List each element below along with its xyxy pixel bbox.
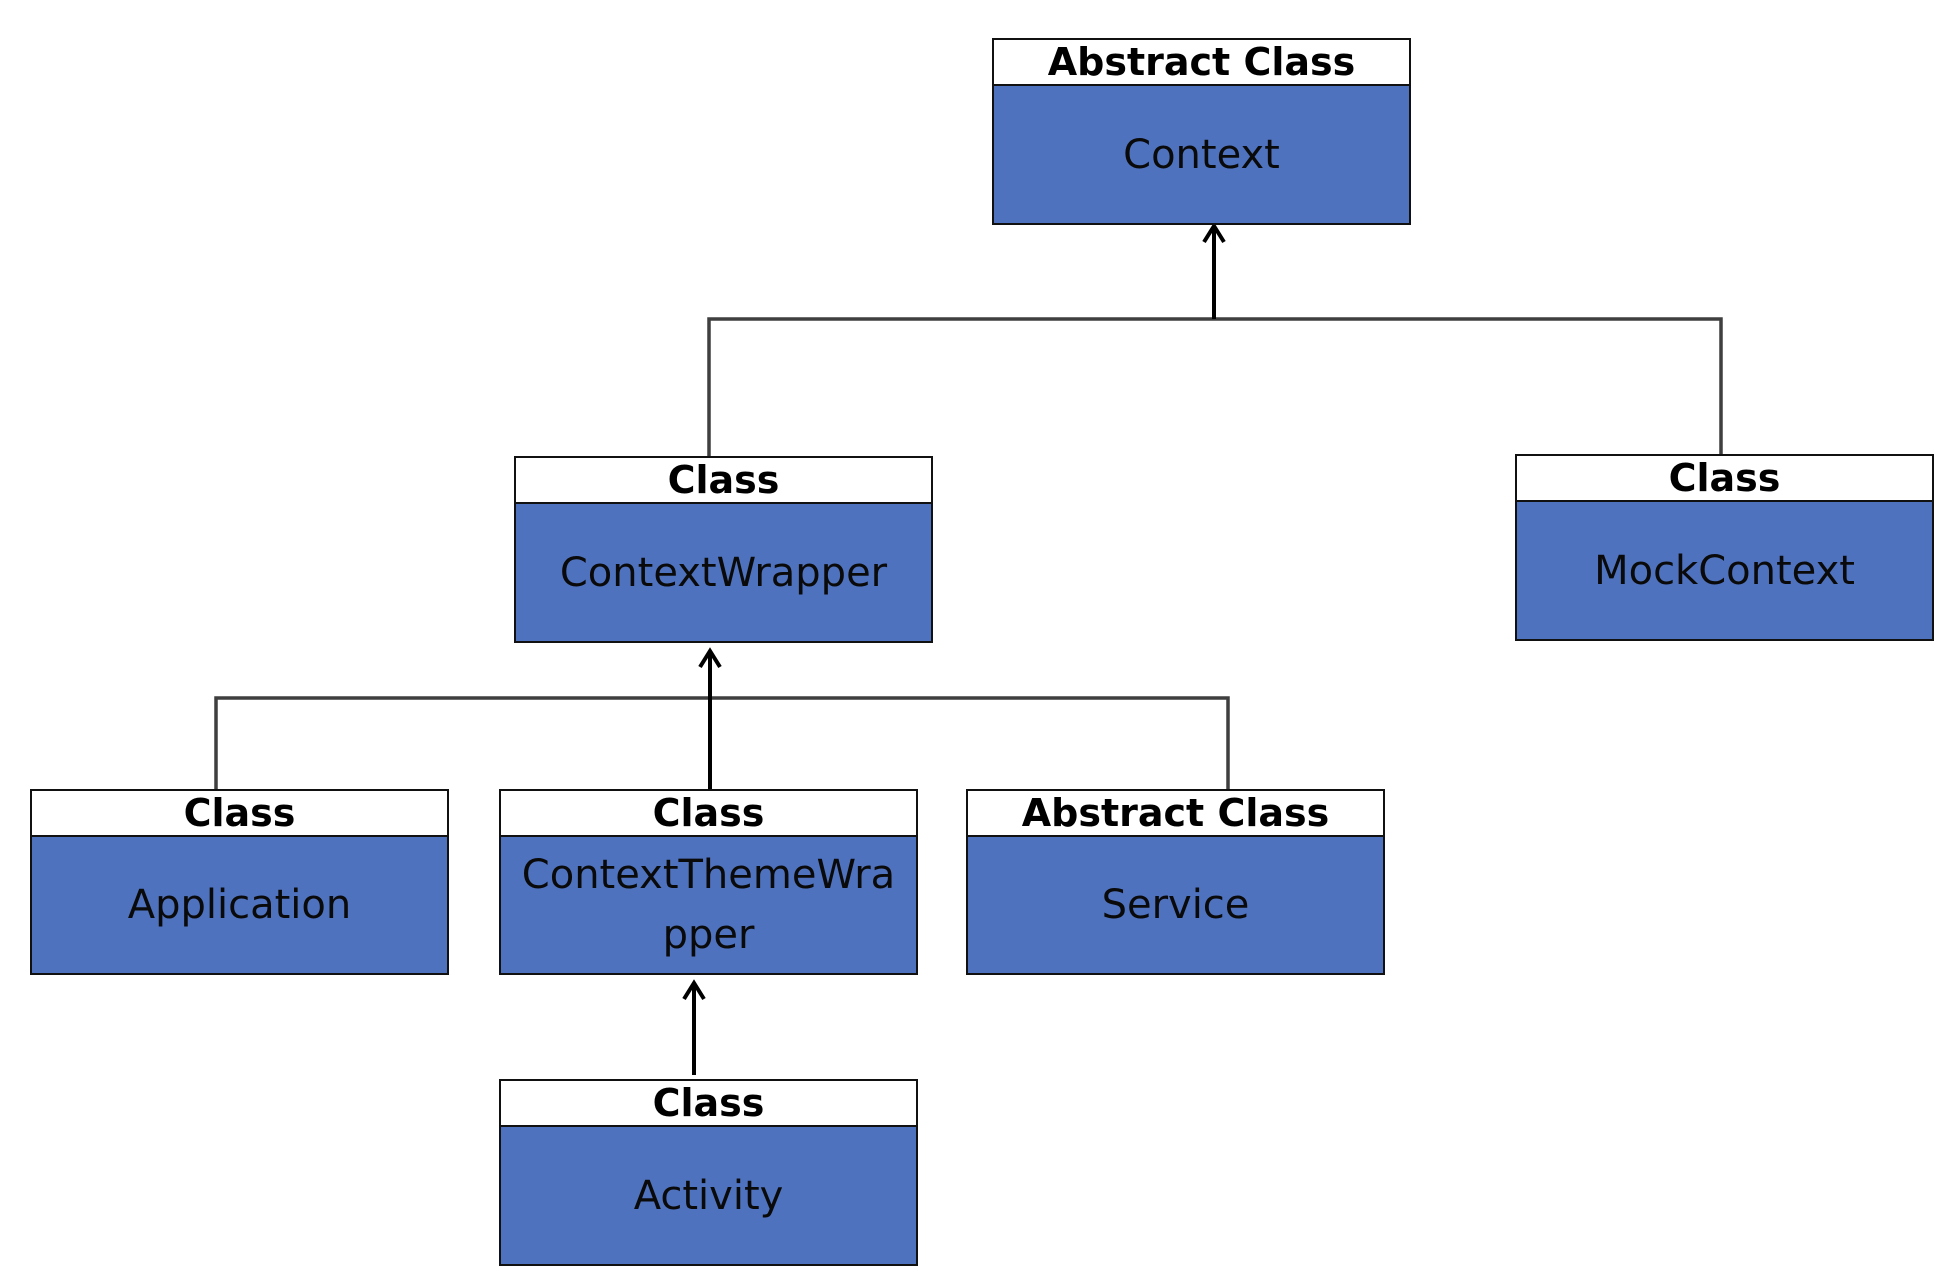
class-name-area: Activity bbox=[501, 1127, 916, 1264]
class-box-contextthemewrapper: Class ContextThemeWrapper bbox=[499, 789, 918, 975]
class-name: ContextThemeWrapper bbox=[521, 852, 896, 958]
class-name-area: ContextWrapper bbox=[516, 504, 931, 641]
connector-mockcontext-to-context bbox=[1214, 317, 1723, 455]
stereotype-label: Class bbox=[501, 1081, 916, 1127]
class-box-application: Class Application bbox=[30, 789, 449, 975]
class-box-contextwrapper: Class ContextWrapper bbox=[514, 456, 933, 643]
class-name-area: ContextThemeWrapper bbox=[501, 837, 916, 973]
class-name-area: Context bbox=[994, 86, 1409, 223]
arrow-lines bbox=[682, 222, 1226, 1075]
class-name: ContextWrapper bbox=[559, 549, 888, 596]
class-name-area: Application bbox=[32, 837, 447, 973]
arrow-head-contextthemewrapper bbox=[682, 979, 706, 1001]
connector-application-to-contextwrapper bbox=[214, 696, 710, 790]
stereotype-label: Class bbox=[516, 458, 931, 504]
class-name: Service bbox=[1101, 882, 1250, 928]
class-box-mockcontext: Class MockContext bbox=[1515, 454, 1934, 641]
class-name: MockContext bbox=[1594, 547, 1855, 594]
class-name: Activity bbox=[633, 1172, 784, 1219]
class-name-area: MockContext bbox=[1517, 502, 1932, 639]
stereotype-label: Abstract Class bbox=[994, 40, 1409, 86]
connector-service-to-contextwrapper bbox=[710, 696, 1230, 790]
arrow-head-contextwrapper bbox=[698, 647, 722, 669]
class-name: Context bbox=[1123, 131, 1280, 178]
class-name: Application bbox=[127, 882, 352, 928]
stereotype-label: Class bbox=[501, 791, 916, 837]
class-name-area: Service bbox=[968, 837, 1383, 973]
stereotype-label: Abstract Class bbox=[968, 791, 1383, 837]
stereotype-label: Class bbox=[1517, 456, 1932, 502]
connector-contextwrapper-to-context bbox=[707, 317, 1214, 458]
stereotype-label: Class bbox=[32, 791, 447, 837]
class-box-service: Abstract Class Service bbox=[966, 789, 1385, 975]
arrow-head-context bbox=[1202, 222, 1226, 244]
tree-lines bbox=[214, 317, 1723, 790]
class-box-context: Abstract Class Context bbox=[992, 38, 1411, 225]
class-box-activity: Class Activity bbox=[499, 1079, 918, 1266]
